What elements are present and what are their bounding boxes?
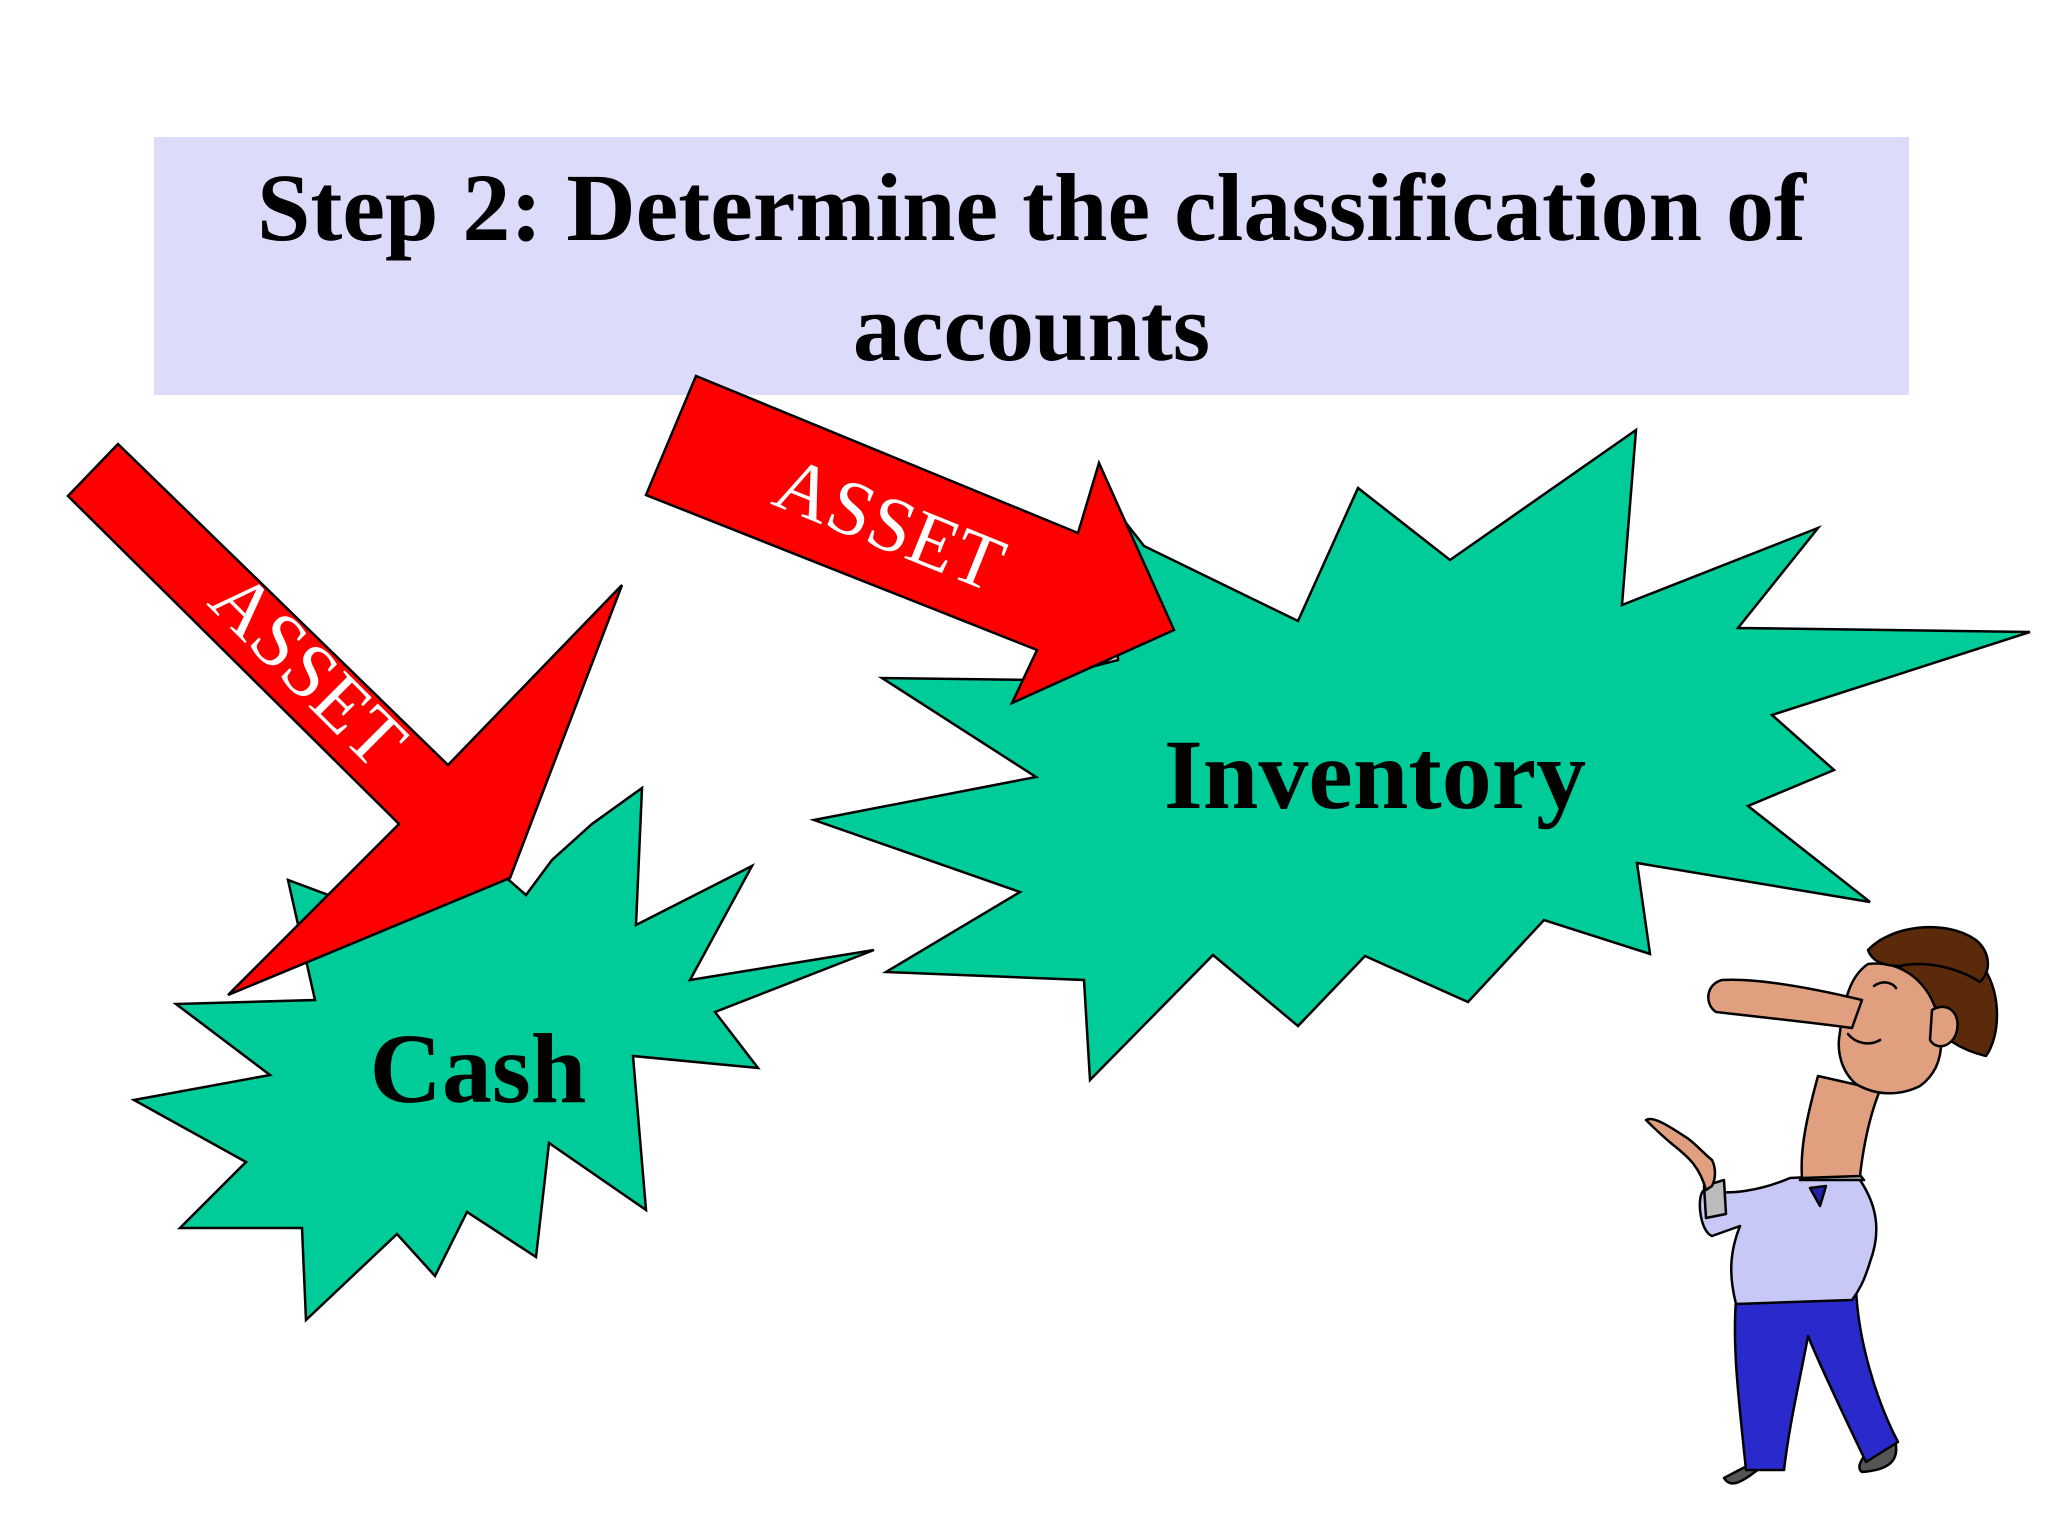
cash-arrow-label: ASSET bbox=[194, 554, 424, 784]
inventory-label: Inventory bbox=[1164, 719, 1586, 830]
pointing-man-icon bbox=[1644, 925, 1999, 1485]
cash-asset-arrow bbox=[66, 442, 624, 997]
inventory-asset-arrow bbox=[644, 374, 1176, 706]
title-banner bbox=[154, 137, 1909, 395]
cash-label: Cash bbox=[370, 1013, 587, 1124]
slide-title: Step 2: Determine the classification of … bbox=[257, 154, 1806, 381]
